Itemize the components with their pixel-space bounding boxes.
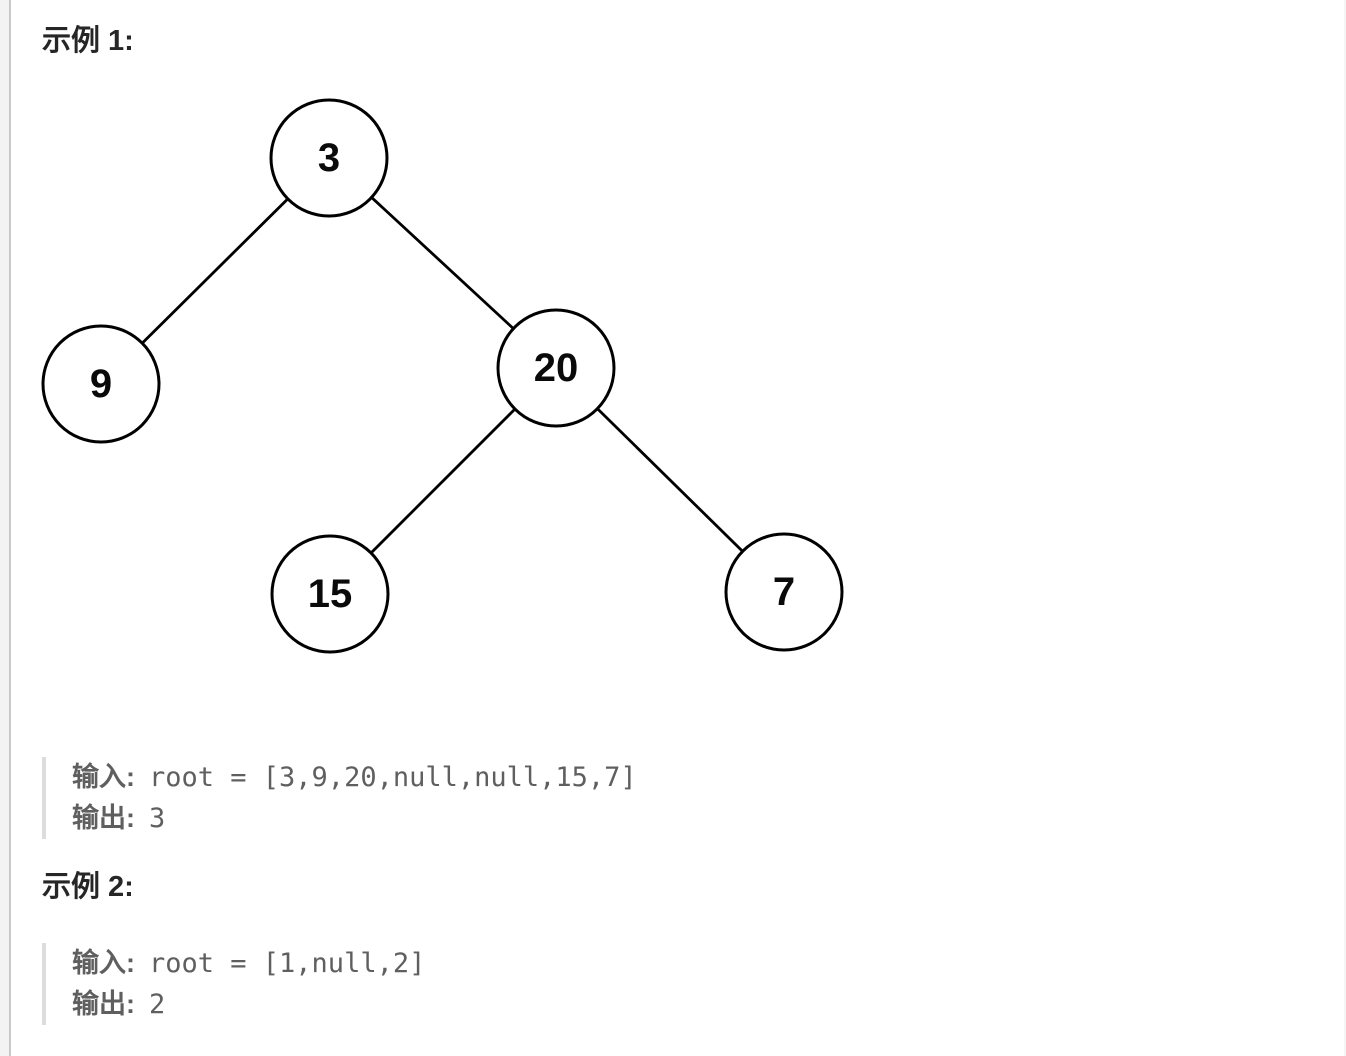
tree-node-value: 20 bbox=[534, 346, 579, 390]
example1-input-line: 输入: root = [3,9,20,null,null,15,7] bbox=[72, 757, 637, 798]
tree-node-value: 15 bbox=[308, 572, 353, 616]
output-label: 输出: bbox=[72, 803, 135, 833]
tree-node-circle bbox=[270, 534, 390, 654]
example2-output-line: 输出: 2 bbox=[72, 984, 425, 1025]
tree-edge-20-15 bbox=[329, 367, 557, 595]
tree-edge-3-20 bbox=[328, 156, 557, 370]
output-value: 2 bbox=[149, 989, 166, 1020]
example1-output-line: 输出: 3 bbox=[72, 798, 637, 839]
tree-node-7: 7 bbox=[724, 532, 844, 652]
output-value: 3 bbox=[149, 803, 166, 834]
input-label: 输入: bbox=[72, 948, 135, 978]
input-label: 输入: bbox=[72, 762, 135, 792]
output-label: 输出: bbox=[72, 989, 135, 1019]
example2-input-line: 输入: root = [1,null,2] bbox=[72, 943, 425, 984]
example2-code-block: 输入: root = [1,null,2] 输出: 2 bbox=[42, 943, 443, 1025]
tree-edge-3-9 bbox=[100, 157, 330, 385]
tree-node-value: 9 bbox=[90, 362, 112, 406]
example2-heading: 示例 2: bbox=[42, 871, 134, 903]
tree-node-value: 3 bbox=[318, 136, 340, 180]
tree-node-9: 9 bbox=[41, 324, 161, 444]
tree-node-15: 15 bbox=[270, 534, 390, 654]
input-value: root = [3,9,20,null,null,15,7] bbox=[149, 762, 637, 793]
panel-right-edge bbox=[1344, 0, 1346, 1056]
tree-node-circle bbox=[496, 308, 616, 428]
tree-node-20: 20 bbox=[496, 308, 616, 428]
tree-edge-20-7 bbox=[555, 367, 785, 593]
tree-node-value: 7 bbox=[773, 570, 795, 614]
example1-code-block: 输入: root = [3,9,20,null,null,15,7] 输出: 3 bbox=[42, 757, 655, 839]
tree-node-circle bbox=[724, 532, 844, 652]
panel-splitter[interactable] bbox=[0, 0, 11, 1056]
example1-heading: 示例 1: bbox=[42, 25, 134, 57]
tree-edges bbox=[100, 156, 785, 595]
binary-tree-diagram: 3 9 20 15 7 bbox=[41, 98, 844, 654]
tree-node-circle bbox=[41, 324, 161, 444]
tree-node-circle bbox=[269, 98, 389, 218]
tree-node-3: 3 bbox=[269, 98, 389, 218]
input-value: root = [1,null,2] bbox=[149, 948, 426, 979]
